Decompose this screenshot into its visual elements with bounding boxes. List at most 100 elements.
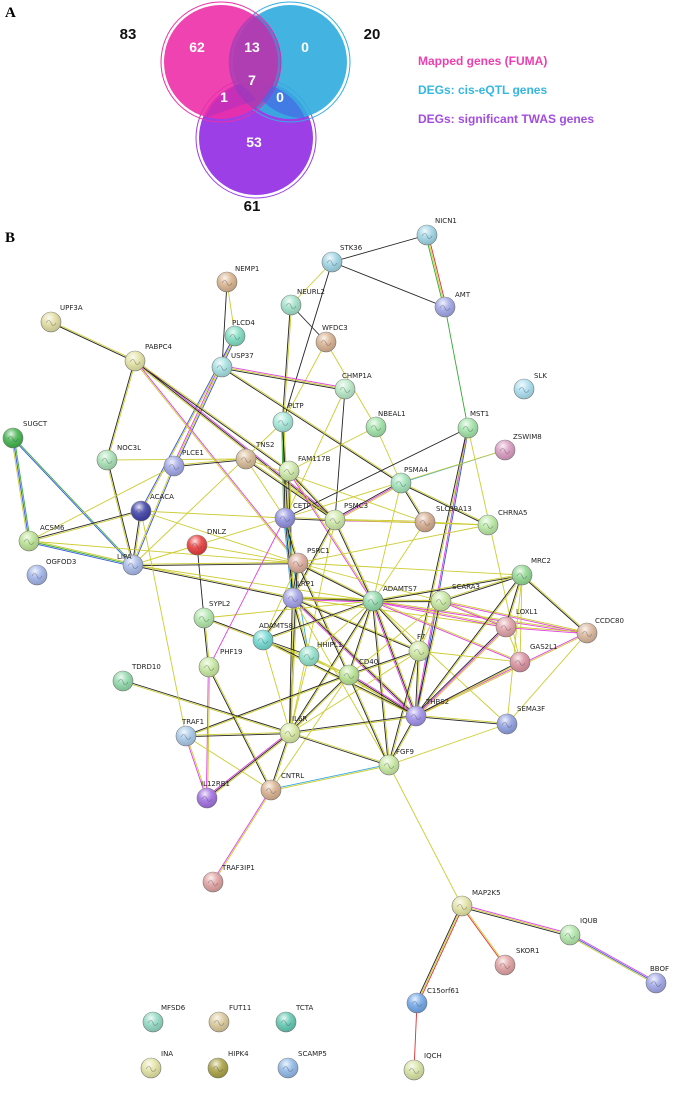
edge-ACSM6-LIPA bbox=[28, 539, 134, 567]
node-CD40[interactable]: CD40 bbox=[338, 658, 378, 686]
node-IL12RB1[interactable]: IL12RB1 bbox=[196, 780, 230, 809]
node-BBOF[interactable]: BBOF bbox=[645, 965, 669, 994]
node-LIPA[interactable]: LIPA bbox=[117, 553, 144, 576]
node-LOXL1[interactable]: LOXL1 bbox=[495, 608, 538, 638]
node-PLTP[interactable]: PLTP bbox=[272, 402, 304, 433]
edge-line bbox=[207, 667, 211, 799]
node-shine bbox=[236, 449, 256, 469]
node-PABPC4[interactable]: PABPC4 bbox=[124, 343, 172, 372]
node-label: PLTP bbox=[288, 402, 304, 410]
node-PSMC3[interactable]: PSMC3 bbox=[324, 502, 368, 531]
node-ACACA[interactable]: ACACA bbox=[130, 493, 174, 522]
edge-line bbox=[281, 304, 291, 422]
node-FAM117B[interactable]: FAM117B bbox=[278, 455, 331, 482]
node-ZSWIM8[interactable]: ZSWIM8 bbox=[494, 433, 542, 461]
node-THBS2[interactable]: THBS2 bbox=[405, 698, 449, 727]
node-SYPL2[interactable]: SYPL2 bbox=[193, 600, 230, 629]
edge-HHIPL1-IL6R bbox=[289, 655, 310, 734]
node-WFDC3[interactable]: WFDC3 bbox=[315, 324, 348, 353]
edge-ADAMTS7-HHIPL1 bbox=[308, 600, 374, 657]
edge-PSMA4-PSMC3 bbox=[334, 481, 402, 522]
node-shine bbox=[199, 657, 219, 677]
edge-line bbox=[289, 655, 310, 734]
node-shine bbox=[406, 706, 426, 726]
node-structure-icon bbox=[439, 305, 451, 311]
node-structure-icon bbox=[435, 599, 447, 605]
node-label: SUGCT bbox=[23, 420, 48, 428]
node-NBEAL1[interactable]: NBEAL1 bbox=[365, 410, 406, 438]
node-SKOR1[interactable]: SKOR1 bbox=[494, 947, 539, 976]
node-NEURL2[interactable]: NEURL2 bbox=[280, 288, 325, 316]
node-FUT11[interactable]: FUT11 bbox=[208, 1004, 251, 1033]
node-CHRNA5[interactable]: CHRNA5 bbox=[477, 509, 528, 536]
node-TRAF3IP1[interactable]: TRAF3IP1 bbox=[202, 864, 255, 893]
node-GAS2L1[interactable]: GAS2L1 bbox=[509, 643, 557, 673]
node-PSRC1[interactable]: PSRC1 bbox=[287, 547, 330, 574]
node-NICN1[interactable]: NICN1 bbox=[416, 217, 457, 246]
node-UPF3A[interactable]: UPF3A bbox=[40, 304, 83, 333]
node-IQCH[interactable]: IQCH bbox=[403, 1052, 442, 1081]
node-MAP2K5[interactable]: MAP2K5 bbox=[451, 889, 501, 917]
node-TRAF1[interactable]: TRAF1 bbox=[175, 718, 204, 747]
edge-line bbox=[245, 458, 286, 519]
node-IL6R[interactable]: IL6R bbox=[279, 715, 307, 744]
edge-PSMA4-ADAMTS7 bbox=[372, 482, 402, 602]
node-TCTA[interactable]: TCTA bbox=[275, 1004, 313, 1033]
node-PLCD4[interactable]: PLCD4 bbox=[224, 319, 255, 347]
edge-line bbox=[288, 471, 373, 602]
node-SCAMP5[interactable]: SCAMP5 bbox=[277, 1050, 327, 1079]
node-AMT[interactable]: AMT bbox=[434, 291, 471, 318]
node-structure-icon bbox=[135, 509, 147, 515]
node-HIPK4[interactable]: HIPK4 bbox=[207, 1050, 249, 1079]
node-label: FGF9 bbox=[396, 748, 414, 756]
node-CNTRL[interactable]: CNTRL bbox=[260, 772, 304, 801]
edge-line bbox=[372, 601, 506, 629]
edge-line bbox=[335, 518, 426, 522]
node-SUGCT[interactable]: SUGCT bbox=[2, 420, 48, 449]
node-DNLZ[interactable]: DNLZ bbox=[186, 528, 227, 556]
node-structure-icon bbox=[198, 616, 210, 622]
node-F7[interactable]: F7 bbox=[408, 633, 430, 662]
node-shine bbox=[366, 417, 386, 437]
node-NOC3L[interactable]: NOC3L bbox=[96, 444, 141, 471]
node-shine bbox=[409, 641, 429, 661]
node-PSMA4[interactable]: PSMA4 bbox=[390, 466, 428, 494]
node-C15orf61[interactable]: C15orf61 bbox=[406, 987, 459, 1014]
node-NEMP1[interactable]: NEMP1 bbox=[216, 265, 259, 293]
edge-CNTRL-TRAF3IP1 bbox=[212, 789, 272, 883]
edge-LIPA-ADAMTS7 bbox=[132, 564, 374, 602]
node-CHMP1A[interactable]: CHMP1A bbox=[334, 372, 372, 400]
node-SLC39A13[interactable]: SLC39A13 bbox=[414, 505, 472, 533]
node-SCARA3[interactable]: SCARA3 bbox=[430, 583, 480, 612]
node-IQUB[interactable]: IQUB bbox=[559, 917, 598, 946]
node-OGFOD3[interactable]: OGFOD3 bbox=[26, 558, 76, 586]
node-ADAMTS8[interactable]: ADAMTS8 bbox=[252, 622, 293, 651]
node-STK36[interactable]: STK36 bbox=[321, 244, 363, 273]
edge-line bbox=[133, 563, 299, 567]
node-FGF9[interactable]: FGF9 bbox=[378, 748, 414, 776]
node-ADAMTS7[interactable]: ADAMTS7 bbox=[362, 585, 417, 612]
node-shine bbox=[496, 617, 516, 637]
node-shine bbox=[646, 973, 666, 993]
node-LRP1[interactable]: LRP1 bbox=[282, 580, 314, 609]
node-label: SCARA3 bbox=[452, 583, 480, 591]
node-USP37[interactable]: USP37 bbox=[211, 352, 254, 378]
node-MST1[interactable]: MST1 bbox=[457, 410, 489, 439]
node-SLK[interactable]: SLK bbox=[513, 372, 547, 400]
node-PLCE1[interactable]: PLCE1 bbox=[163, 449, 204, 477]
node-TDRD10[interactable]: TDRD10 bbox=[112, 663, 161, 692]
node-shine bbox=[164, 456, 184, 476]
node-SEMA3F[interactable]: SEMA3F bbox=[496, 705, 545, 735]
node-ACSM6[interactable]: ACSM6 bbox=[18, 524, 65, 552]
node-CCDC80[interactable]: CCDC80 bbox=[576, 617, 624, 644]
node-CETP[interactable]: CETP bbox=[274, 502, 311, 529]
node-MFSD6[interactable]: MFSD6 bbox=[142, 1004, 186, 1033]
node-PHF19[interactable]: PHF19 bbox=[198, 648, 242, 678]
node-HHIPL1[interactable]: HHIPL1 bbox=[298, 641, 342, 667]
node-MRC2[interactable]: MRC2 bbox=[511, 557, 551, 586]
node-TNS2[interactable]: TNS2 bbox=[235, 441, 274, 470]
edge-PLCE1-ACSM6 bbox=[28, 465, 175, 542]
edge-line bbox=[184, 736, 207, 799]
edge-PLCD4-PLCE1 bbox=[172, 335, 237, 467]
node-INA[interactable]: INA bbox=[140, 1050, 173, 1079]
